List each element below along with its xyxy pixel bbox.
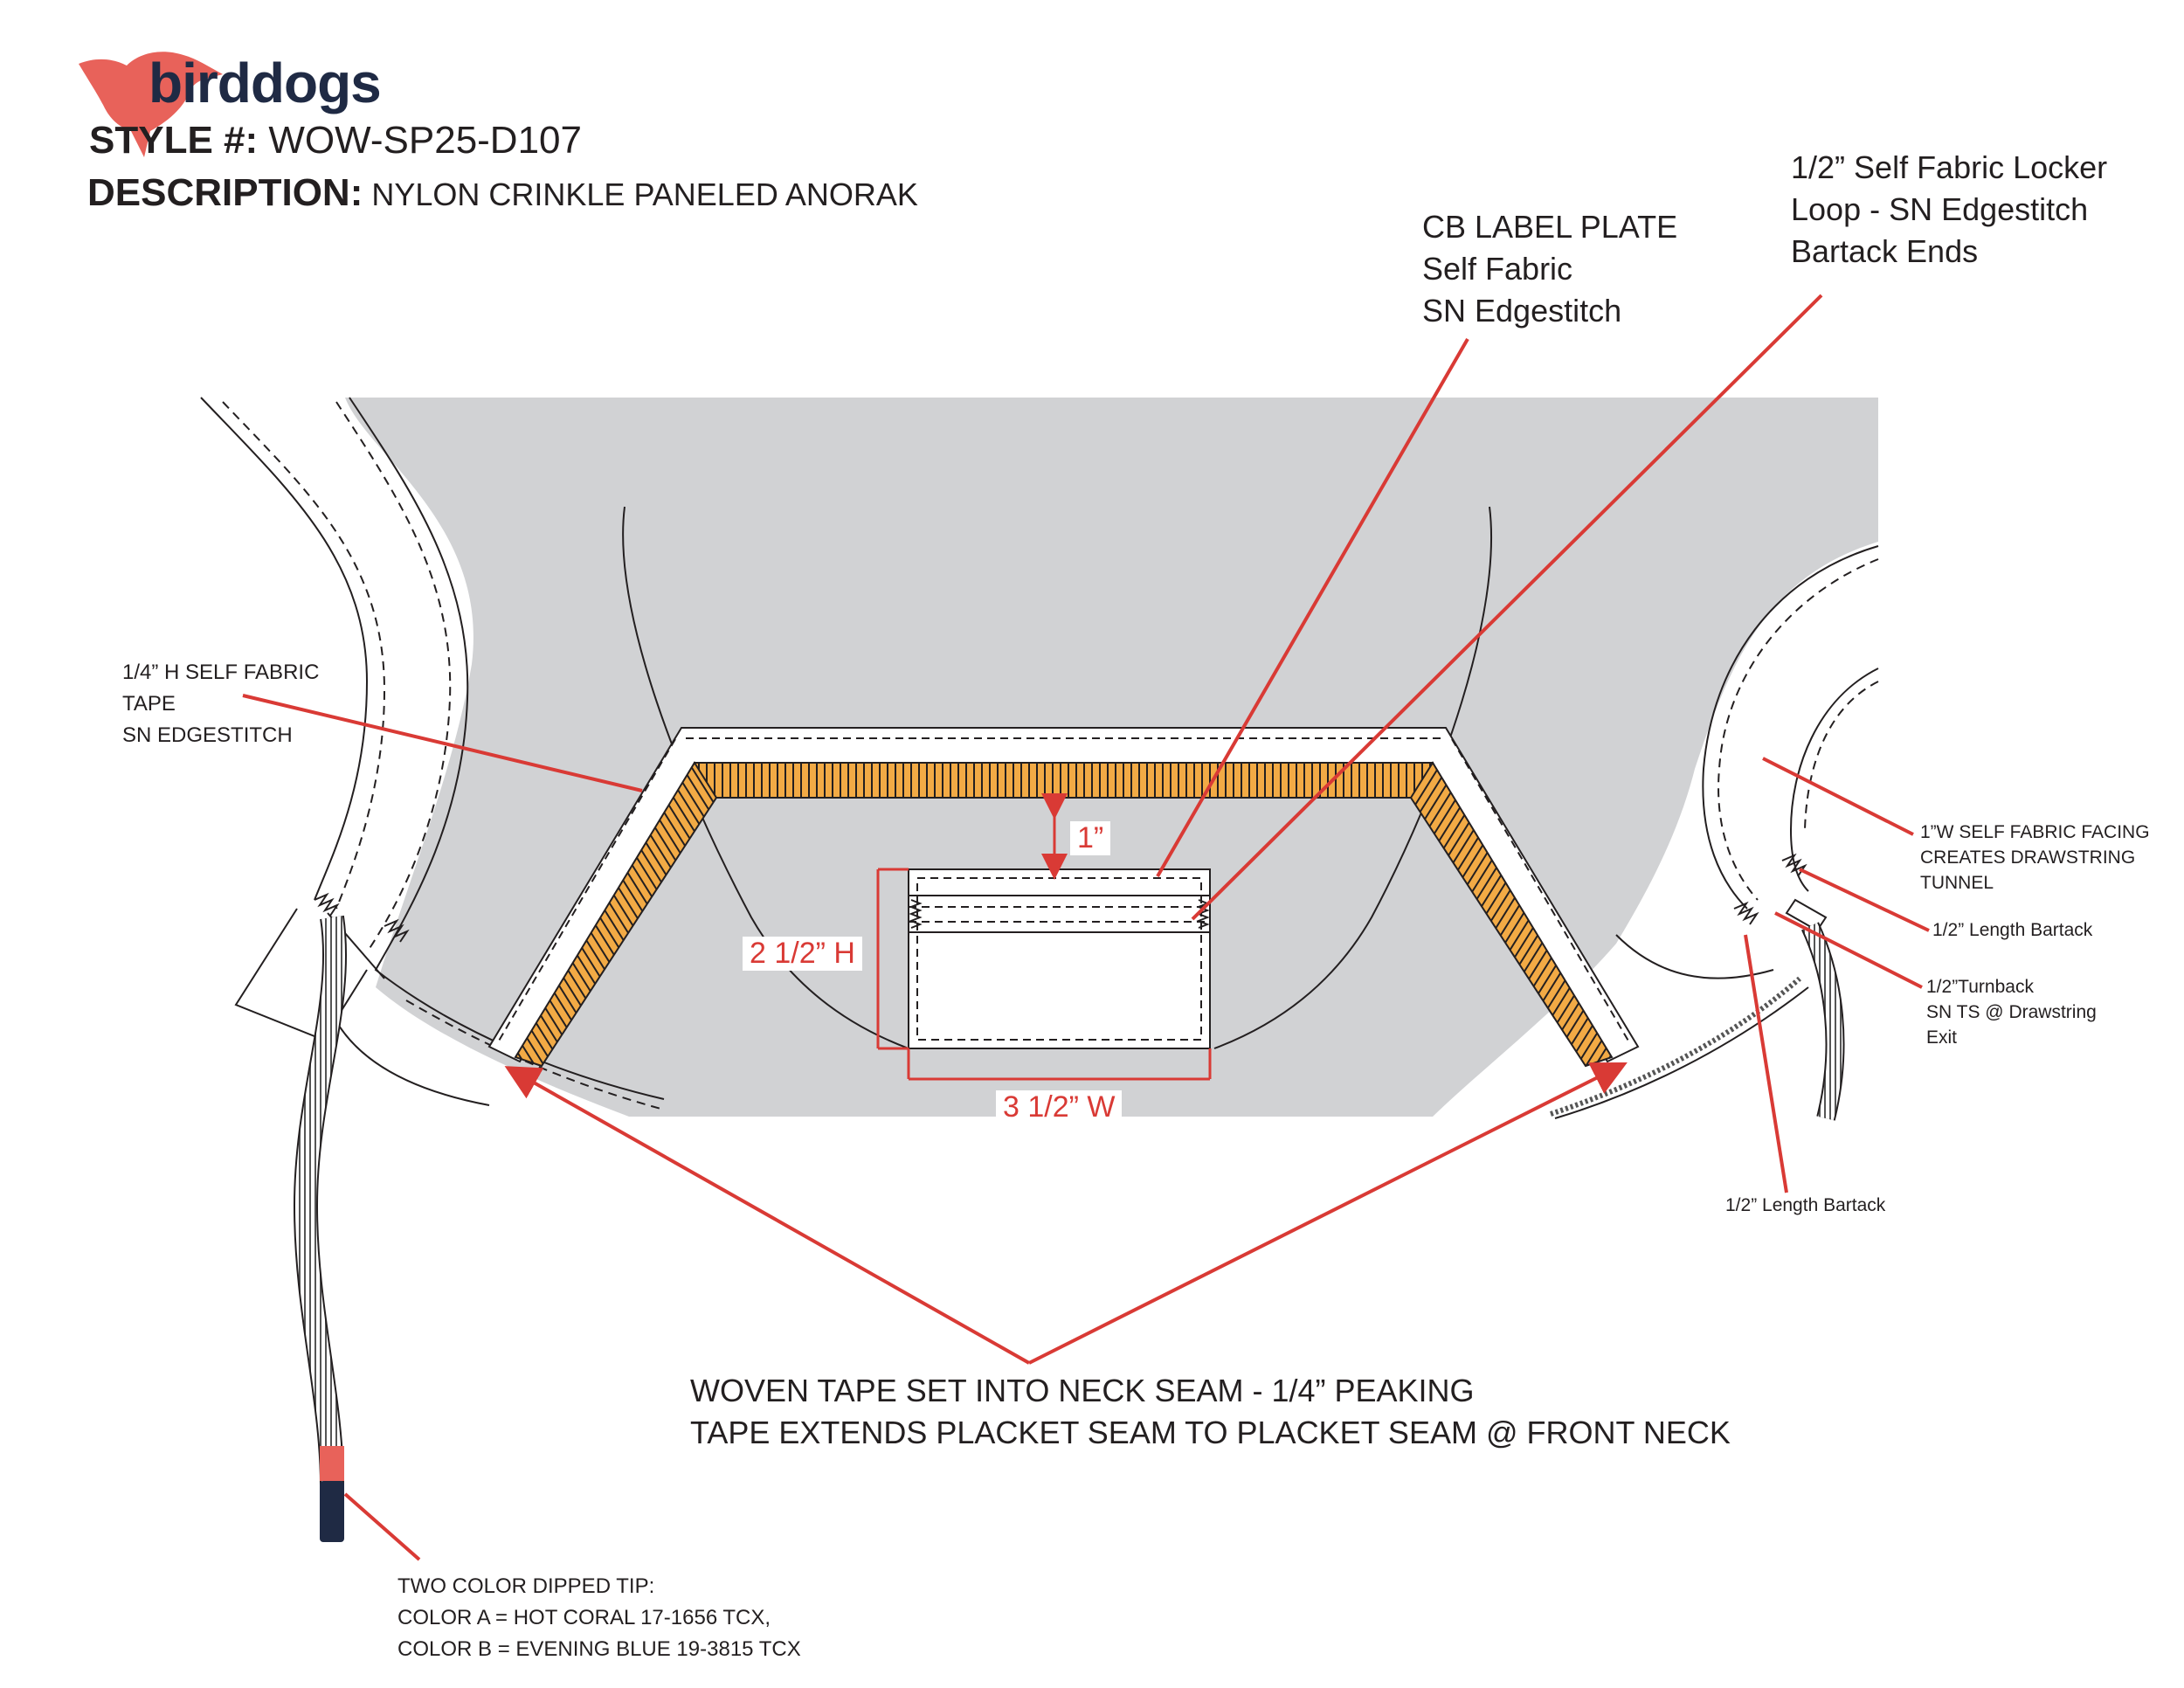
callout-leaders	[242, 294, 1930, 1561]
callout-facing: 1”W SELF FABRIC FACING CREATES DRAWSTRIN…	[1920, 822, 2150, 893]
description-value: NYLON CRINKLE PANELED ANORAK	[363, 176, 918, 212]
brand-name: birddogs	[149, 52, 382, 114]
callout-woven-tape: WOVEN TAPE SET INTO NECK SEAM - 1/4” PEA…	[690, 1373, 1731, 1450]
callout-locker-loop: 1/2” Self Fabric Locker Loop - SN Edgest…	[1791, 149, 2108, 269]
callout-turnback: 1/2”Turnback SN TS @ Drawstring Exit	[1926, 977, 2097, 1048]
birddogs-logo-icon	[79, 52, 223, 157]
style-number: STYLE #: WOW-SP25-D107	[89, 119, 582, 163]
label-plate	[908, 868, 1211, 1049]
neckline-curves	[622, 506, 1493, 1049]
drawstring	[293, 915, 348, 1542]
callout-bartack-bottom: 1/2” Length Bartack	[1725, 1195, 1886, 1215]
drawstring-right	[1801, 922, 1845, 1121]
callout-dipped-tip: TWO COLOR DIPPED TIP: COLOR A = HOT CORA…	[397, 1574, 801, 1661]
dimension-height: 2 1/2” H	[743, 937, 862, 971]
dimension-gap: 1”	[1070, 821, 1111, 855]
woven-tape	[514, 761, 1614, 1068]
dimension-width: 3 1/2” W	[996, 1090, 1123, 1124]
callout-cb-label-plate: CB LABEL PLATE Self Fabric SN Edgestitch	[1422, 209, 1678, 329]
dipped-tip-color-a	[320, 1446, 344, 1481]
dimension-lines	[876, 793, 1212, 1081]
style-value: WOW-SP25-D107	[258, 119, 582, 162]
bartacks	[314, 853, 1807, 943]
description-label: DESCRIPTION:	[87, 171, 363, 214]
callout-self-fabric-tape: 1/4” H SELF FABRIC TAPE SN EDGESTITCH	[122, 661, 320, 747]
right-collar	[1550, 545, 1879, 1119]
style-label: STYLE #:	[89, 119, 259, 162]
description: DESCRIPTION: NYLON CRINKLE PANELED ANORA…	[87, 171, 918, 215]
callout-bartack-right: 1/2” Length Bartack	[1932, 920, 2093, 940]
dipped-tip-color-b	[320, 1481, 344, 1542]
